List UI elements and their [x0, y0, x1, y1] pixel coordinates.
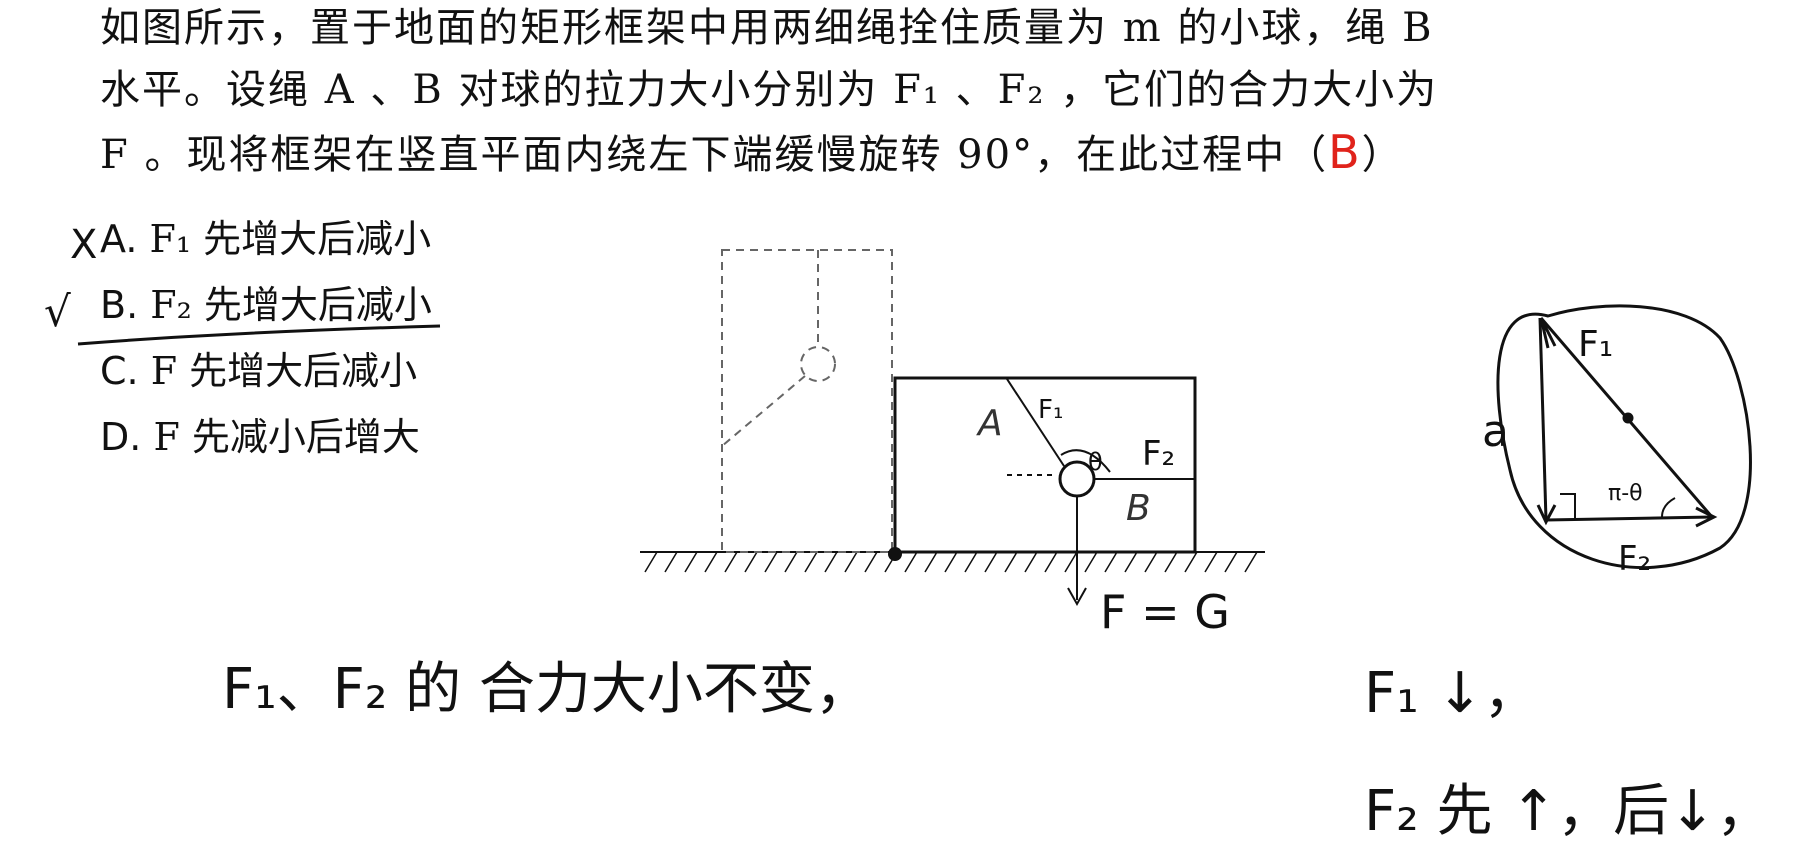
pivot-point [888, 547, 902, 561]
option-a: A. F₁ 先增大后减小 [100, 214, 431, 264]
circle-outline [1496, 304, 1752, 569]
conclusion-f2: F₂ 先 ↑，后↓， [1364, 779, 1772, 844]
circle-label-angle: π-θ [1608, 481, 1643, 506]
question-line-1: 如图所示，置于地面的矩形框架中用两细绳拴住质量为 m 的小球，绳 B [100, 5, 1434, 51]
option-c-text: F 先增大后减小 [150, 349, 418, 393]
theta-label: θ [1088, 448, 1103, 476]
option-a-letter: A. [100, 217, 138, 261]
option-b-letter: B. [100, 283, 139, 327]
conclusion-f1: F₁ ↓， [1364, 661, 1539, 726]
circle-label-f2: F₂ [1618, 539, 1651, 579]
question-line-3: F 。现将框架在竖直平面内绕左下端缓慢旋转 90°，在此过程中（B） [100, 126, 1404, 181]
ground [640, 551, 1265, 573]
question-line-2: 水平。设绳 A 、B 对球的拉力大小分别为 F₁ 、F₂ ，它们的合力大小为 [100, 67, 1439, 113]
question-line-3-text: F 。现将框架在竖直平面内绕左下端缓慢旋转 90°，在此过程中（ [100, 132, 1329, 178]
circle-label-f1: F₁ [1578, 324, 1613, 365]
triangle-side-f2 [1545, 515, 1713, 522]
force-label: F = G [1100, 585, 1230, 639]
rope-b-label: B [1126, 488, 1151, 529]
option-b-text: F₂ 先增大后减小 [150, 283, 432, 327]
triangle-side-a [1538, 317, 1548, 521]
circle-label-a: a [1482, 406, 1509, 457]
option-a-mark: X [70, 222, 97, 268]
option-b-underline [77, 324, 441, 346]
option-c-letter: C. [100, 349, 139, 393]
original-frame: A B F₁ θ F₂ F = G [888, 376, 1230, 639]
handwritten-answer: B [1328, 125, 1362, 179]
force-triangle-diagram [1496, 304, 1752, 569]
option-d: D. F 先减小后增大 [100, 412, 420, 462]
option-a-text: F₁ 先增大后减小 [149, 217, 432, 261]
resultant-note: F₁、F₂ 的 合力大小不变， [222, 657, 871, 722]
option-c: C. F 先增大后减小 [100, 346, 417, 396]
rope-a-label: A [976, 403, 1003, 444]
rope-a [1006, 378, 1065, 467]
option-d-letter: D. [100, 415, 142, 459]
f1-label: F₁ [1038, 395, 1063, 425]
f2-label: F₂ [1142, 434, 1175, 474]
rotated-frame-dashed [721, 249, 893, 553]
question-line-3-close: ） [1361, 132, 1404, 178]
option-b: B. F₂ 先增大后减小 [100, 280, 432, 330]
option-b-mark: √ [44, 287, 71, 336]
option-d-text: F 先减小后增大 [153, 415, 420, 459]
